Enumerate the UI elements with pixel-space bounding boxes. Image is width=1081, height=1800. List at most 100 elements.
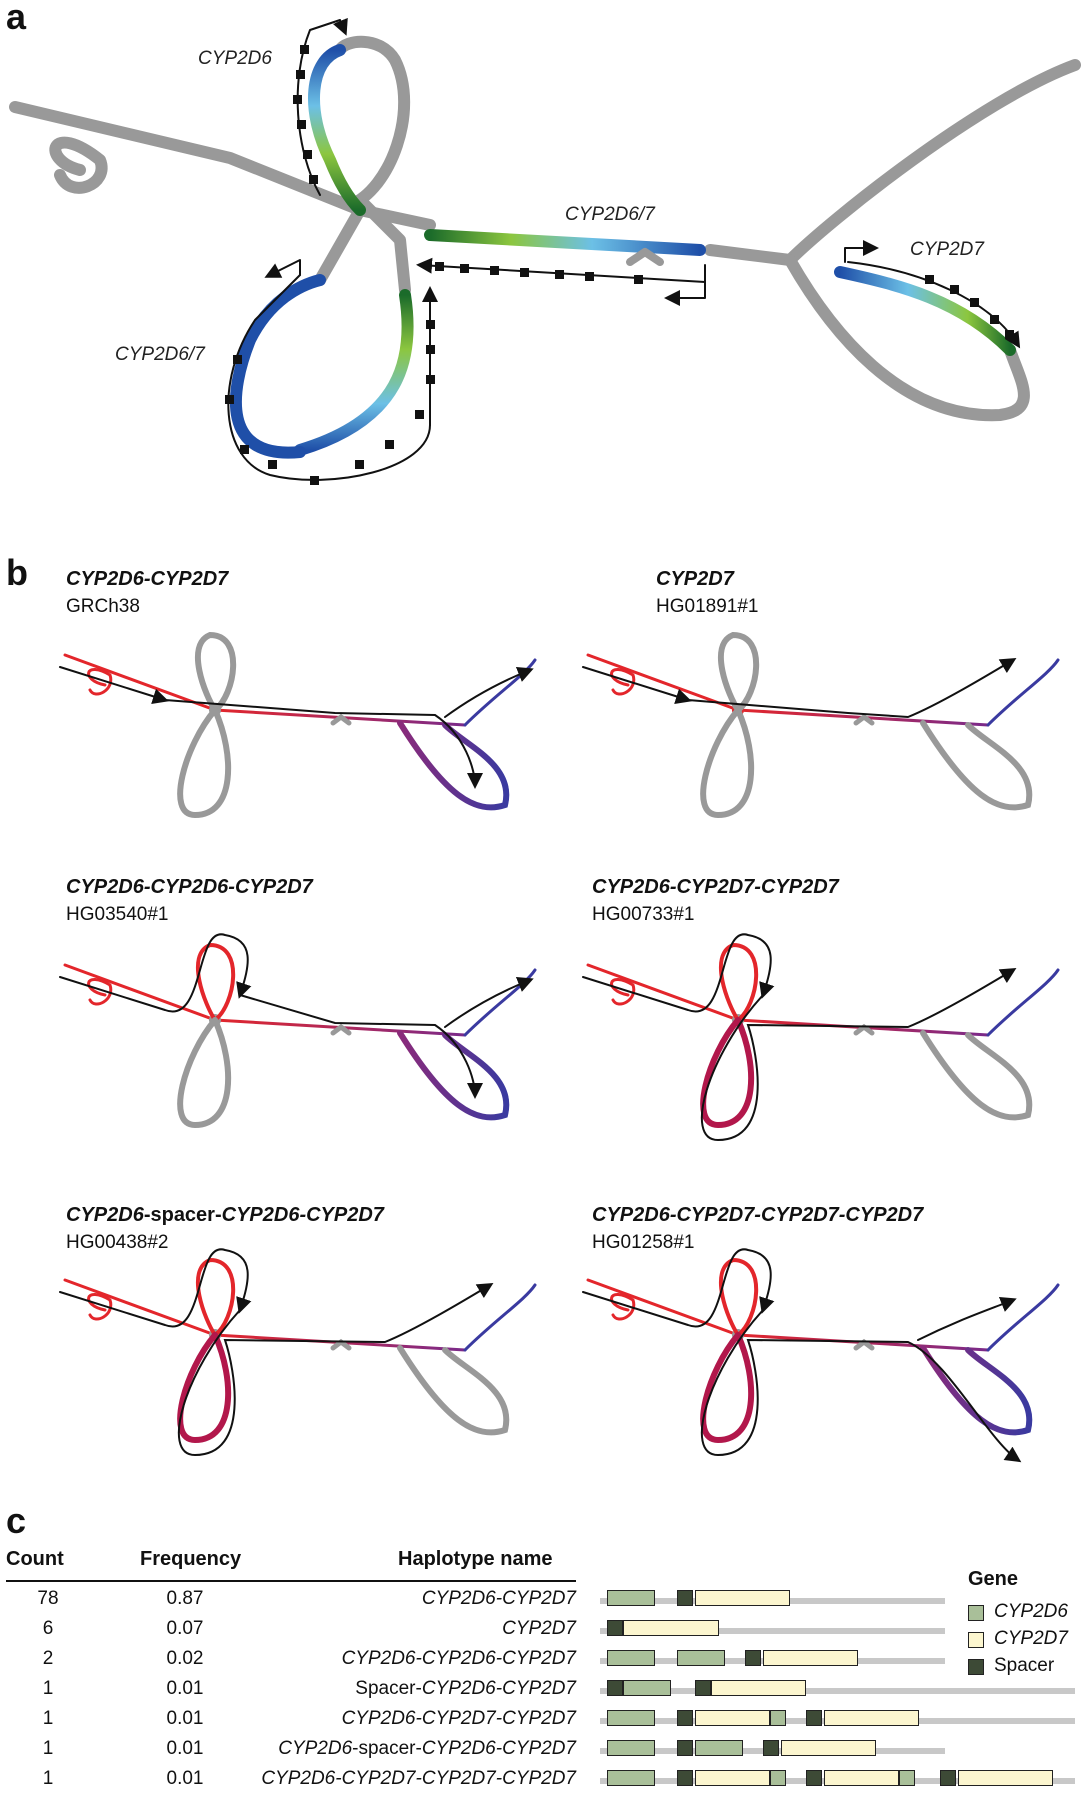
cyp2d7-block	[824, 1710, 919, 1726]
left-loop-stem	[314, 204, 366, 286]
top-loop-gene	[308, 44, 366, 216]
spacer-block	[677, 1590, 693, 1606]
b1-graph	[59, 631, 535, 819]
cyp2d6-block	[695, 1740, 743, 1756]
row-name: CYP2D6-CYP2D6-CYP2D7	[341, 1648, 576, 1669]
row-haplotype-name: Spacer-CYP2D6-CYP2D7	[355, 1678, 576, 1700]
b5-title-part1: CYP2D6	[66, 1204, 144, 1226]
legend-label-cyp2d7: CYP2D7	[994, 1628, 1068, 1649]
spacer-block	[695, 1680, 711, 1696]
b2-title: CYP2D7	[656, 568, 734, 590]
lower-junction	[359, 199, 411, 296]
header-frequency: Frequency	[140, 1548, 242, 1570]
row-count: 1	[42, 1708, 54, 1729]
row-count: 1	[42, 1768, 54, 1789]
row-name: CYP2D6-CYP2D7	[421, 1738, 576, 1759]
table-row: 1 0.01 Spacer-CYP2D6-CYP2D7	[0, 1676, 1081, 1706]
exon-marks	[225, 45, 1014, 485]
legend-label-spacer: Spacer	[994, 1655, 1055, 1676]
haplotype-track	[600, 1628, 945, 1634]
row-haplotype-name: CYP2D6-spacer-CYP2D6-CYP2D7	[278, 1738, 576, 1760]
row-frequency: 0.01	[166, 1738, 204, 1759]
cyp2d7-block	[824, 1770, 899, 1786]
header-count: Count	[6, 1548, 64, 1570]
b5-sample: HG00438#2	[66, 1232, 169, 1253]
panel-a-graph: CYP2D6 CYP2D6/7 CYP2D6/7 CYP2D7	[9, 17, 1081, 485]
row-frequency: 0.87	[166, 1588, 204, 1609]
cyp2d7-block	[711, 1680, 806, 1696]
cyp2d6-block	[607, 1770, 655, 1786]
cyp2d7-block	[695, 1590, 790, 1606]
b3-graph	[59, 933, 535, 1129]
panel-b-graphs	[59, 631, 1081, 1463]
left-loop-gene-left	[229, 274, 326, 459]
legend-swatch-cyp2d7	[968, 1632, 984, 1648]
b5-title: CYP2D6-spacer-CYP2D6-CYP2D7	[66, 1204, 384, 1227]
panel-letter-b: b	[6, 552, 28, 593]
label-cyp2d7-right: CYP2D7	[910, 239, 985, 260]
cyp2d7-block	[695, 1710, 770, 1726]
b2-sample: HG01891#1	[656, 596, 759, 617]
spacer-block	[677, 1740, 693, 1756]
spacer-block	[745, 1650, 761, 1666]
b6-graph	[582, 1248, 1058, 1463]
label-cyp2d67-left: CYP2D6/7	[115, 344, 206, 365]
row-haplotype-name: CYP2D6-CYP2D6-CYP2D7	[342, 1648, 576, 1670]
spacer-block	[607, 1620, 623, 1636]
row-count: 1	[42, 1678, 54, 1699]
b5-title-part3: CYP2D6-CYP2D7	[221, 1204, 384, 1226]
row-name: CYP2D6-CYP2D7	[421, 1678, 576, 1699]
row-haplotype-name: CYP2D6-CYP2D7-CYP2D7	[342, 1708, 576, 1730]
cyp2d6-block	[623, 1680, 671, 1696]
legend-swatch-spacer	[968, 1659, 984, 1675]
b4-title: CYP2D6-CYP2D7-CYP2D7	[592, 876, 839, 898]
b1-title: CYP2D6-CYP2D7	[66, 568, 229, 590]
row-frequency: 0.01	[166, 1768, 204, 1789]
cyp2d7-block	[763, 1650, 858, 1666]
header-haplotype: Haplotype name	[398, 1548, 553, 1570]
b3-sample: HG03540#1	[66, 904, 169, 925]
cyp2d6-block	[677, 1650, 725, 1666]
legend-label-cyp2d6: CYP2D6	[994, 1601, 1068, 1622]
cyp2d6-block	[607, 1590, 655, 1606]
row-name: CYP2D6-CYP2D7-CYP2D7	[341, 1708, 576, 1729]
b3-title: CYP2D6-CYP2D6-CYP2D7	[66, 876, 313, 898]
cyp2d7-block	[695, 1770, 770, 1786]
spacer-block	[607, 1680, 623, 1696]
small-loop	[49, 136, 108, 194]
right-loop-grey	[784, 254, 1030, 422]
row-name: CYP2D7	[502, 1618, 576, 1639]
top-loop-grey	[334, 35, 411, 211]
panel-letter-a: a	[6, 0, 27, 37]
cyp2d7-block	[958, 1770, 1053, 1786]
row-frequency: 0.07	[166, 1618, 204, 1639]
legend-cyp2d6: CYP2D6	[968, 1600, 1078, 1626]
spacer-block	[940, 1770, 956, 1786]
backbone-left	[9, 101, 436, 231]
cyp2d6-block	[607, 1740, 655, 1756]
spacer-block	[677, 1770, 693, 1786]
cyp2d6-block	[899, 1770, 915, 1786]
table-row: 1 0.01 CYP2D6-CYP2D7-CYP2D7-CYP2D7	[0, 1766, 1081, 1796]
spacer-block	[763, 1740, 779, 1756]
right-gene	[834, 266, 1016, 356]
spacer-block	[806, 1710, 822, 1726]
panel-letter-c: c	[6, 1500, 27, 1541]
center-gene	[424, 229, 706, 256]
row-name: CYP2D6-CYP2D7	[421, 1588, 576, 1609]
cyp2d6-block	[770, 1770, 786, 1786]
cyp2d7-block	[781, 1740, 876, 1756]
cyp2d6-block	[770, 1710, 786, 1726]
row-haplotype-name: CYP2D6-CYP2D7	[422, 1588, 576, 1610]
b6-title: CYP2D6-CYP2D7-CYP2D7-CYP2D7	[592, 1204, 924, 1226]
b2-graph	[582, 631, 1058, 819]
b5-graph	[59, 1248, 535, 1457]
cyp2d6-block	[607, 1710, 655, 1726]
row-name: CYP2D6-CYP2D7-CYP2D7-CYP2D7	[261, 1768, 576, 1789]
row-frequency: 0.01	[166, 1678, 204, 1699]
legend-spacer: Spacer	[968, 1654, 1078, 1680]
